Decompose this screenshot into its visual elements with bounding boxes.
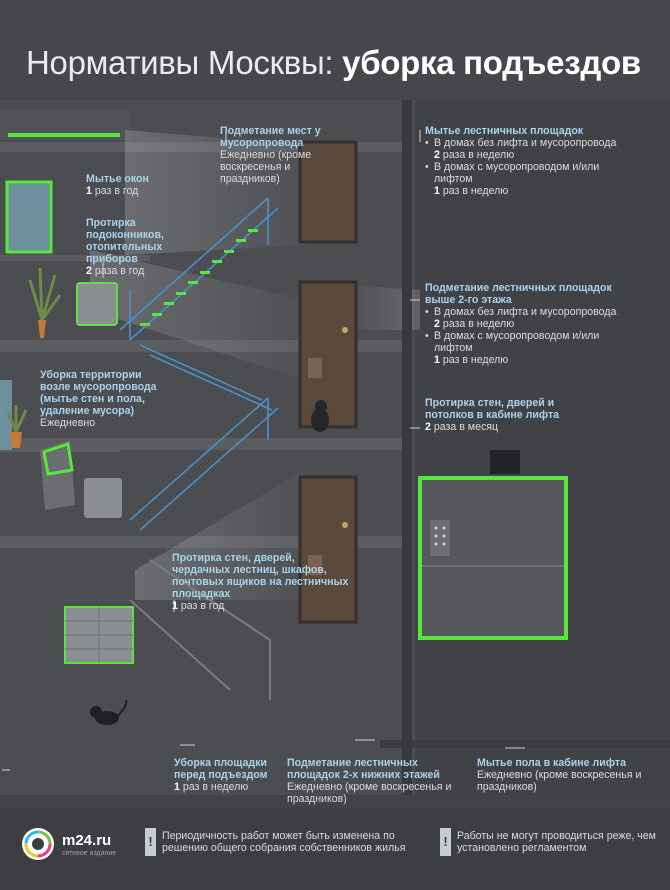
- annotation-heading: Подметание лестничных площадок выше 2-го…: [425, 282, 612, 306]
- lift-cabin: [418, 476, 568, 640]
- annotation-count: 2 раза в неделю: [434, 318, 515, 330]
- cat-lower: [90, 699, 128, 725]
- annotation-heading: Мытье окон: [86, 173, 149, 185]
- stair-lower: [129, 559, 271, 700]
- annotation-heading: Мытье лестничных площадок: [425, 125, 584, 137]
- lift-shaft-wall: [415, 100, 670, 800]
- cat-upper: [311, 400, 329, 432]
- annotation-heading: Мытье пола в кабине лифта: [477, 757, 626, 769]
- annotation-heading: Уборка площадки перед подъездом: [174, 757, 268, 781]
- annotation-lift-walls: Протирка стен, дверей и потолков в кабин…: [425, 397, 565, 433]
- annotation-frequency: Ежедневно (кроме воскресенья и празднико…: [287, 781, 452, 805]
- annotation-item: В домах с мусоропроводом и/или лифтом: [425, 330, 640, 354]
- annotation-count: 1 раз в год: [86, 185, 139, 197]
- annotation-lift-floor: Мытье пола в кабине лифта Ежедневно (кро…: [477, 757, 647, 793]
- title-regular: Нормативы Москвы:: [26, 44, 334, 81]
- footer-note-regulation: Работы не могут проводиться реже, чем ус…: [457, 830, 656, 854]
- exclamation-icon: !: [145, 828, 156, 856]
- annotation-sweep-lower: Подметание лестничных площадок 2-х нижни…: [287, 757, 457, 805]
- radiator-top: [76, 282, 118, 326]
- annotation-chute-area: Уборка территории возле мусоропровода (м…: [40, 369, 170, 429]
- footer-note-periodicity: Периодичность работ может быть изменена …: [162, 830, 406, 854]
- m24-logo-text[interactable]: m24.ru: [62, 832, 112, 849]
- m24-logo-icon[interactable]: [20, 826, 56, 862]
- m24-logo-subtitle: сетевое издание: [62, 850, 117, 857]
- doors: [298, 140, 358, 624]
- annotation-count: 2 раза в месяц: [425, 421, 499, 433]
- annotation-heading: Подметание мест у мусоропровода: [220, 125, 321, 149]
- annotation-item: В домах без лифта и мусоропровода: [425, 306, 640, 318]
- annotation-walls-doors: Протирка стен, дверей, чердачных лестниц…: [172, 552, 354, 612]
- annotation-heading: Протирка стен, дверей и потолков в кабин…: [425, 397, 560, 421]
- lift-motor: [490, 450, 520, 474]
- annotation-sweep-garbage: Подметание мест у мусоропровода Ежедневн…: [220, 125, 335, 185]
- annotation-count: 2 раза в год: [86, 265, 145, 277]
- top-slab-highlight: [8, 133, 120, 137]
- annotation-count: 1 раз в год: [172, 600, 225, 612]
- window: [5, 180, 53, 254]
- annotation-frequency: Ежедневно: [40, 417, 96, 429]
- leader-lines: [2, 130, 525, 771]
- annotation-frequency: Ежедневно (кроме воскресенья и празднико…: [220, 149, 312, 185]
- page-title: Нормативы Москвы: уборка подъездов: [26, 44, 641, 82]
- radiator-mid: [84, 478, 122, 518]
- stair-upper-steps: [140, 229, 258, 326]
- annotation-count: 1 раз в неделю: [434, 354, 509, 366]
- title-bold: уборка подъездов: [342, 44, 641, 81]
- plant-top: [28, 267, 62, 338]
- annotation-heading: Подметание лестничных площадок 2-х нижни…: [287, 757, 440, 781]
- plant-mid: [6, 405, 28, 448]
- annotation-heading: Уборка территории возле мусоропровода (м…: [40, 369, 157, 417]
- annotation-entrance: Уборка площадки перед подъездом 1 раз в …: [174, 757, 284, 793]
- garbage-chute: [40, 440, 75, 510]
- annotation-item: В домах без лифта и мусоропровода: [425, 137, 635, 149]
- stair-middle: [129, 344, 279, 531]
- annotation-heading: Протирка подоконников, отопительных приб…: [86, 217, 164, 265]
- annotation-frequency: Ежедневно (кроме воскресенья и празднико…: [477, 769, 642, 793]
- annotation-count: 1 раз в неделю: [434, 185, 509, 197]
- annotation-wash-landings: Мытье лестничных площадок В домах без ли…: [425, 125, 635, 197]
- annotation-count: 2 раза в неделю: [434, 149, 515, 161]
- annotation-count: 1 раз в неделю: [174, 781, 249, 793]
- exclamation-icon: !: [440, 828, 451, 856]
- annotation-heading: Протирка стен, дверей, чердачных лестниц…: [172, 552, 349, 600]
- annotation-item: В домах с мусоропроводом и/или лифтом: [425, 161, 635, 185]
- annotation-windows: Мытье окон 1 раз в год: [86, 173, 166, 197]
- footer: [0, 808, 670, 890]
- annotation-sweep-above2: Подметание лестничных площадок выше 2-го…: [425, 282, 640, 366]
- annotation-sills: Протирка подоконников, отопительных приб…: [86, 217, 216, 277]
